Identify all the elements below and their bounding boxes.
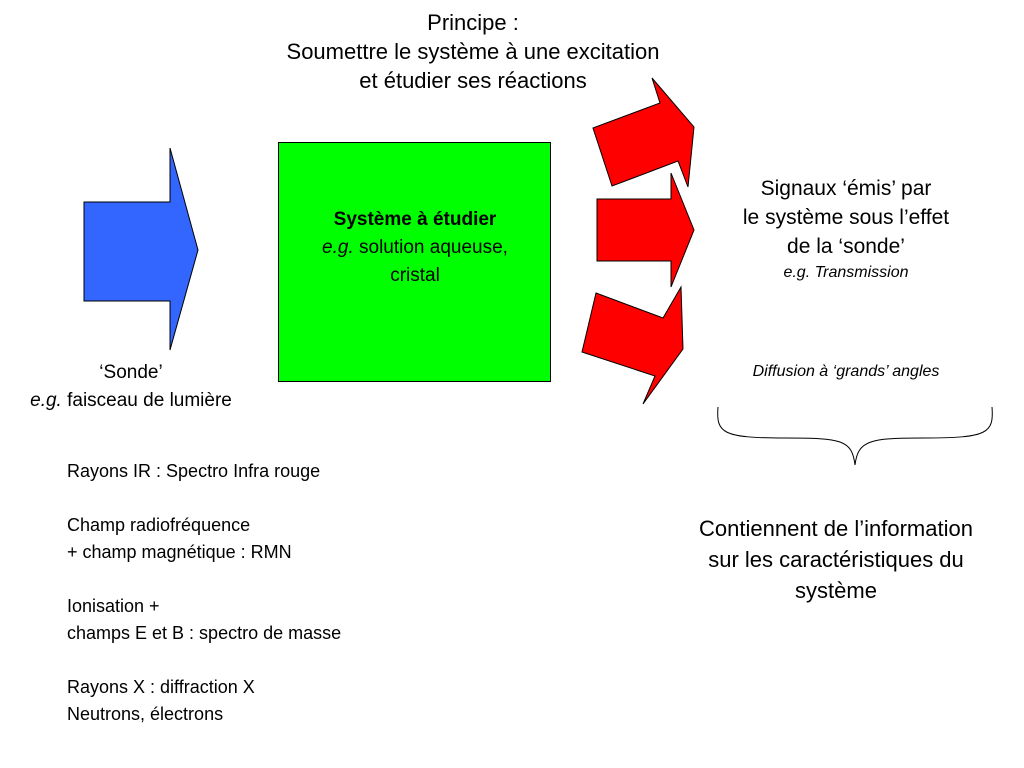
probe-title: ‘Sonde’ bbox=[99, 362, 163, 383]
signal-arrow-bottom bbox=[581, 285, 684, 405]
conclusion-line: système bbox=[795, 578, 877, 603]
signals-line: de la ‘sonde’ bbox=[787, 235, 905, 258]
conclusion-line: sur les caractéristiques du bbox=[708, 547, 964, 572]
system-title: Système à étudier bbox=[333, 209, 497, 230]
principle-line: Soumettre le système à une excitation bbox=[286, 39, 660, 64]
probe-example-text: faisceau de lumière bbox=[61, 390, 232, 411]
probe-arrow bbox=[83, 147, 199, 351]
signals-line: Signaux ‘émis’ par bbox=[760, 177, 932, 200]
signal-arrow-top bbox=[592, 77, 695, 188]
system-example: e.g. solution aqueuse, bbox=[278, 234, 552, 262]
signals-label: Signaux ‘émis’ par le système sous l’eff… bbox=[706, 174, 986, 285]
method-line: Champ radiofréquence bbox=[67, 515, 251, 535]
method-line: Ionisation + bbox=[67, 596, 160, 616]
signals-line: le système sous l’effet bbox=[742, 206, 950, 229]
diffusion-label: Diffusion à ‘grands’ angles bbox=[752, 363, 940, 380]
method-line: Rayons X : diffraction X bbox=[67, 677, 255, 697]
system-box bbox=[278, 142, 551, 382]
conclusion-line: Contiennent de l’information bbox=[699, 516, 973, 541]
signal-arrow-middle bbox=[596, 172, 695, 288]
probe-example: e.g. faisceau de lumière bbox=[0, 387, 262, 415]
system-example-prefix: e.g. bbox=[322, 237, 354, 258]
method-line: Rayons IR : Spectro Infra rouge bbox=[67, 461, 321, 481]
principle-line: Principe : bbox=[427, 10, 519, 35]
method-line: + champ magnétique : RMN bbox=[67, 542, 292, 562]
signals-example: e.g. Transmission bbox=[783, 264, 909, 281]
method-spacer bbox=[67, 485, 487, 512]
system-label: Système à étudier e.g. solution aqueuse,… bbox=[278, 206, 552, 290]
principle-line: et étudier ses réactions bbox=[359, 68, 587, 93]
probe-label: ‘Sonde’ e.g. faisceau de lumière bbox=[0, 359, 262, 415]
method-spacer bbox=[67, 566, 487, 593]
method-line: Neutrons, électrons bbox=[67, 704, 224, 724]
method-spacer bbox=[67, 647, 487, 674]
methods-list: Rayons IR : Spectro Infra rouge Champ ra… bbox=[67, 458, 487, 728]
system-example-line2: cristal bbox=[390, 265, 440, 286]
system-example-text: solution aqueuse, bbox=[353, 237, 508, 258]
grouping-brace bbox=[717, 406, 993, 466]
principle-text: Principe : Soumettre le système à une ex… bbox=[240, 8, 706, 95]
conclusion-text: Contiennent de l’information sur les car… bbox=[666, 513, 1006, 606]
probe-example-prefix: e.g. bbox=[30, 390, 62, 411]
method-line: champs E et B : spectro de masse bbox=[67, 623, 342, 643]
